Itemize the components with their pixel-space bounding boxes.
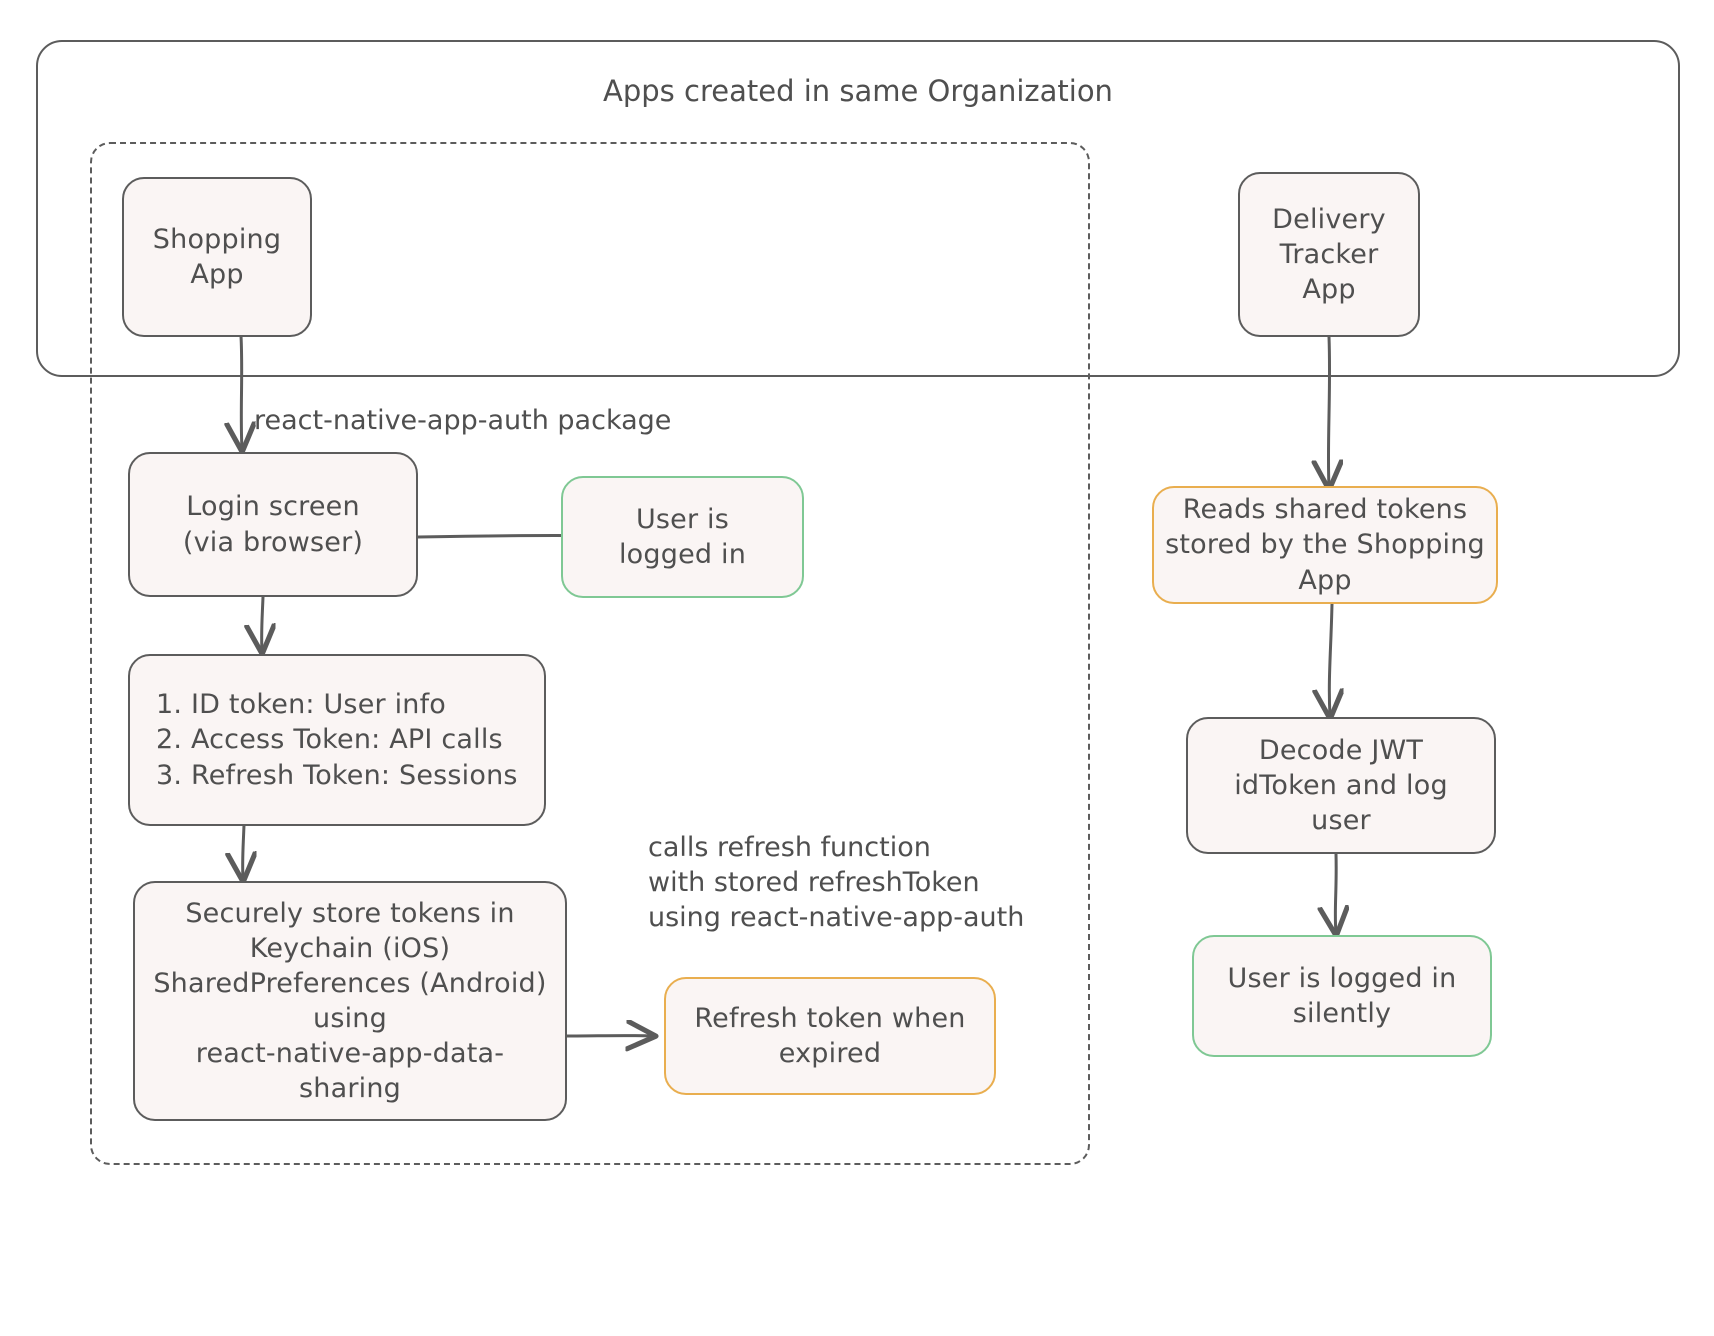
node-store-tokens-label: Securely store tokens in Keychain (iOS) … <box>153 897 547 1105</box>
node-shopping-app[interactable]: Shopping App <box>122 177 312 337</box>
node-reads-shared-tokens-label: Reads shared tokens stored by the Shoppi… <box>1165 494 1485 596</box>
node-decode-jwt[interactable]: Decode JWT idToken and log user <box>1186 717 1496 854</box>
node-user-logged-in-label: User is logged in <box>618 503 747 570</box>
node-user-logged-in-silently[interactable]: User is logged in silently <box>1192 935 1492 1057</box>
node-login-screen[interactable]: Login screen (via browser) <box>128 452 418 597</box>
node-delivery-tracker-app[interactable]: Delivery Tracker App <box>1238 172 1420 337</box>
organization-container-title: Apps created in same Organization <box>603 74 1113 108</box>
edge-reads-to-decode <box>1329 602 1332 716</box>
edge-decode-to-silent <box>1335 852 1336 933</box>
shopping-app-scope-container <box>90 142 1090 1165</box>
organization-container <box>36 40 1680 377</box>
node-refresh-token-label: Refresh token when expired <box>694 1002 966 1069</box>
edge-label-calls-refresh: calls refresh function with stored refre… <box>648 832 1025 934</box>
node-login-screen-label: Login screen (via browser) <box>182 491 364 558</box>
node-store-tokens[interactable]: Securely store tokens in Keychain (iOS) … <box>133 881 567 1121</box>
node-delivery-tracker-app-label: Delivery Tracker App <box>1272 203 1386 306</box>
node-shopping-app-label: Shopping App <box>152 223 282 290</box>
edge-label-auth-package: react-native-app-auth package <box>254 405 672 436</box>
node-refresh-token[interactable]: Refresh token when expired <box>664 977 996 1095</box>
node-user-logged-in[interactable]: User is logged in <box>561 476 804 598</box>
node-tokens-list[interactable]: 1. ID token: User info 2. Access Token: … <box>128 654 546 826</box>
node-user-logged-in-silently-label: User is logged in silently <box>1227 962 1457 1029</box>
node-reads-shared-tokens[interactable]: Reads shared tokens stored by the Shoppi… <box>1152 486 1498 604</box>
node-tokens-list-label: 1. ID token: User info 2. Access Token: … <box>156 689 518 791</box>
node-decode-jwt-label: Decode JWT idToken and log user <box>1234 734 1448 837</box>
